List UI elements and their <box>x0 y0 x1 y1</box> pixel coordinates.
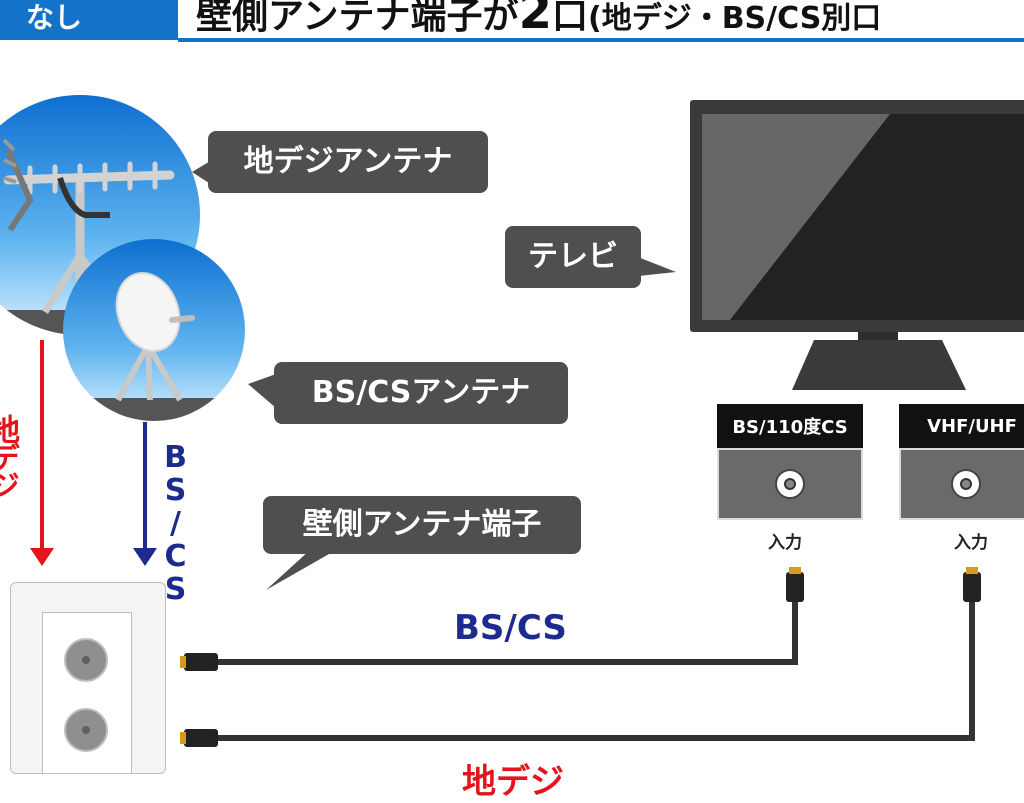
port-input-label-vhf: 入力 <box>954 533 988 553</box>
port-label: BS/110度CS <box>717 404 863 448</box>
port-body <box>899 448 1024 520</box>
wall-socket-bscs-icon <box>64 638 108 682</box>
coax-jack-icon <box>951 469 981 499</box>
diagram-graphics <box>0 95 1024 747</box>
port-label: VHF/UHF <box>899 404 1024 448</box>
tv-port-vhf-uhf: VHF/UHF <box>899 404 1024 520</box>
terrestrial-cable-label: 地デジ <box>462 762 564 802</box>
title-part2: 口 <box>551 0 588 37</box>
header-rule <box>178 38 1024 42</box>
bscs-antenna-illustration <box>63 239 245 421</box>
bscs-arrow <box>133 422 157 566</box>
bscs-cable <box>180 567 804 671</box>
tv-illustration <box>690 100 1024 390</box>
page-title: 壁側アンテナ端子が2口(地デジ・BS/CS別口 <box>196 0 881 43</box>
title-number: 2 <box>518 0 552 40</box>
terrestrial-cable <box>180 567 981 747</box>
tv-port-bscs: BS/110度CS <box>717 404 863 520</box>
wall-terminal-label: 壁側アンテナ端子 <box>263 496 581 554</box>
bscs-cable-label: BS/CS <box>454 608 567 648</box>
header-tag: なし <box>0 0 178 40</box>
terrestrial-vertical-label: 地デジ <box>0 414 19 498</box>
bscs-antenna-label: BS/CSアンテナ <box>274 362 568 424</box>
terrestrial-arrow <box>30 340 54 566</box>
bscs-vertical-label: BS/CS <box>158 440 193 605</box>
port-input-label-bscs: 入力 <box>768 533 802 553</box>
terrestrial-antenna-label: 地デジアンテナ <box>208 131 488 193</box>
wall-socket-terrestrial-icon <box>64 708 108 752</box>
title-suffix: (地デジ・BS/CS別口 <box>587 1 882 36</box>
bubble-tail-terrestrial <box>192 160 212 185</box>
bubble-tail-bscs <box>248 374 276 408</box>
coax-jack-icon <box>775 469 805 499</box>
title-part1: 壁側アンテナ端子が <box>196 0 519 37</box>
tv-label: テレビ <box>505 226 641 288</box>
bubble-tail-wall <box>266 550 336 590</box>
port-body <box>717 448 863 520</box>
